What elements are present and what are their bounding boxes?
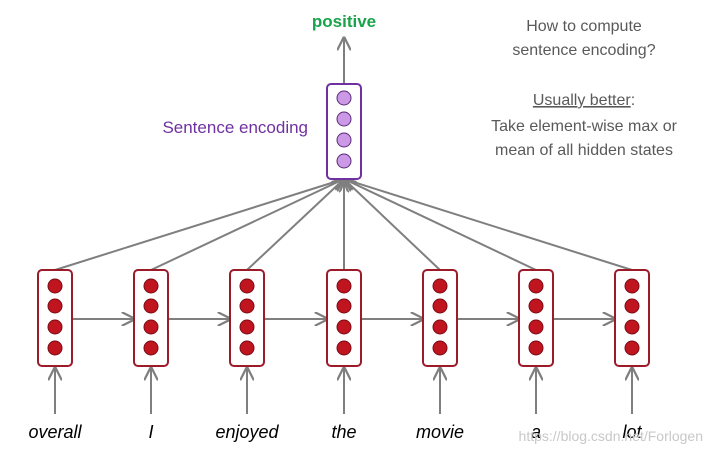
word-label-0: overall [28,422,82,442]
hidden-cell [336,340,352,356]
note-line-4: Take element-wise max or [491,118,678,135]
hidden-vector-box [614,269,650,367]
hidden-cell [143,340,159,356]
hidden-vector-5 [518,269,554,367]
hidden-cell [432,278,448,294]
word-label-3: the [331,422,356,442]
hidden-vector-2 [229,269,265,367]
hidden-cell [143,298,159,314]
hidden-vector-box [422,269,458,367]
hidden-cell [624,340,640,356]
note-line-1: How to compute [526,18,642,35]
fan-arrow-1 [150,179,344,271]
word-label-2: enjoyed [215,422,279,442]
word-label-1: I [148,422,153,442]
hidden-cell [47,340,63,356]
hidden-cell [143,319,159,335]
note-emphasis-suffix: : [631,92,635,109]
word-label-4: movie [416,422,464,442]
hidden-vector-4 [422,269,458,367]
hidden-cell [432,298,448,314]
hidden-cell [336,278,352,294]
hidden-state-vectors [37,269,650,367]
fan-arrow-2 [246,179,344,271]
output-label-positive: positive [312,12,376,31]
hidden-cell [47,298,63,314]
sentence-vector-box [326,83,362,180]
sentence-cell [336,111,352,127]
hidden-cell [624,319,640,335]
input-arrows [55,368,632,414]
hidden-cell [239,340,255,356]
hidden-cell [528,340,544,356]
hidden-cell [624,298,640,314]
hidden-cell [143,278,159,294]
hidden-vector-box [133,269,169,367]
hidden-vector-box [229,269,265,367]
fan-arrow-0 [54,179,344,271]
hidden-cell [528,298,544,314]
hidden-cell [432,319,448,335]
note-emphasis: Usually better [533,92,631,109]
hidden-cell [624,278,640,294]
hidden-cell [47,278,63,294]
sentence-encoding-vector [326,83,362,180]
hidden-vector-box [37,269,73,367]
note-line-3: Usually better: [533,92,635,109]
hidden-cell [239,278,255,294]
hidden-cell [528,319,544,335]
hidden-vector-box [518,269,554,367]
watermark: https://blog.csdn.net/Forlogen [519,428,703,444]
hidden-vector-6 [614,269,650,367]
sentence-cell [336,132,352,148]
hidden-cell [239,298,255,314]
hidden-to-sentence-arrows [54,179,633,271]
fan-arrow-5 [344,179,537,271]
hidden-cell [432,340,448,356]
hidden-vector-0 [37,269,73,367]
hidden-cell [47,319,63,335]
note-line-5: mean of all hidden states [495,142,673,159]
hidden-cell [528,278,544,294]
fan-arrow-6 [344,179,633,271]
note-text-block: How to compute sentence encoding? Usuall… [491,18,678,159]
sentence-encoding-label: Sentence encoding [162,118,308,137]
fan-arrow-4 [344,179,441,271]
hidden-cell [336,298,352,314]
hidden-vector-box [326,269,362,367]
hidden-cell [239,319,255,335]
hidden-vector-3 [326,269,362,367]
word-label-5: a [531,422,541,442]
hidden-cell [336,319,352,335]
hidden-vector-1 [133,269,169,367]
word-label-6: lot [622,422,642,442]
sentence-cell [336,153,352,169]
note-line-2: sentence encoding? [512,42,655,59]
sentence-cell [336,90,352,106]
